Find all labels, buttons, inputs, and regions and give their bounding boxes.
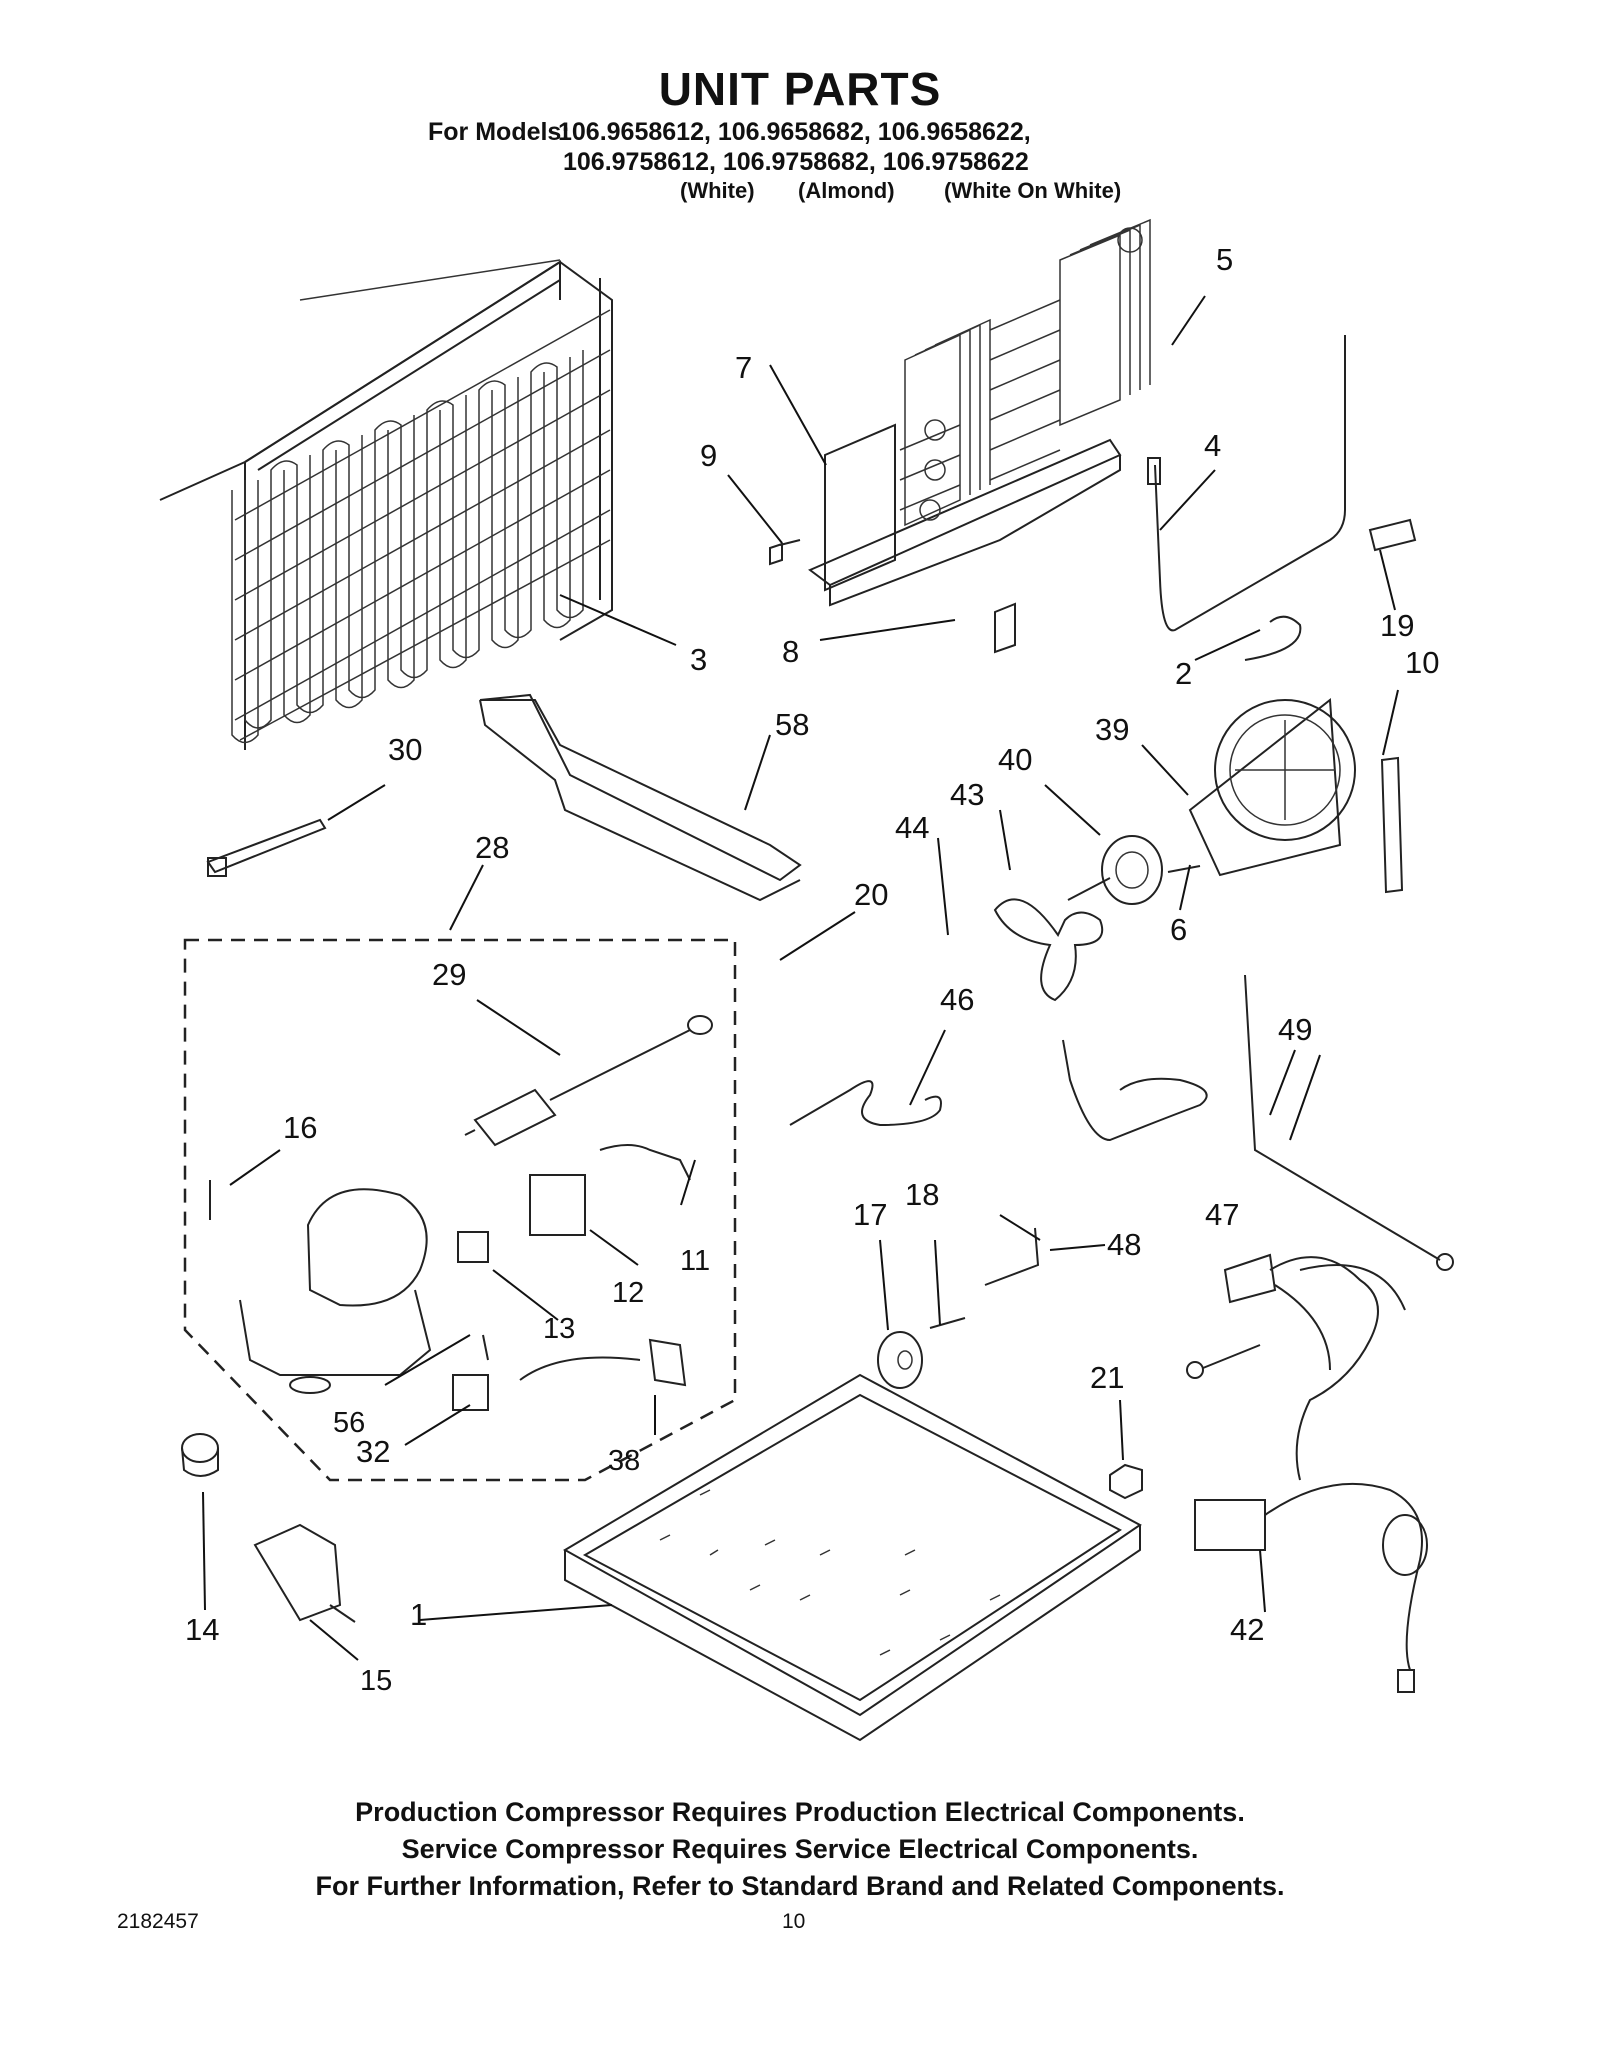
callout-10: 10 xyxy=(1405,645,1439,680)
callout-17: 17 xyxy=(853,1197,887,1232)
models-line-1: 106.9658612, 106.9658682, 106.9658622, xyxy=(558,118,1031,146)
callout-9: 9 xyxy=(700,438,717,473)
callout-18: 18 xyxy=(905,1177,939,1212)
cable-tie-drawing xyxy=(206,818,327,877)
callout-28: 28 xyxy=(475,830,509,865)
callout-numbers: 1 2 3 4 5 6 7 8 9 10 11 12 13 14 15 16 1… xyxy=(185,242,1439,1697)
callout-6: 6 xyxy=(1170,912,1187,947)
callout-1: 1 xyxy=(410,1597,427,1632)
callout-21: 21 xyxy=(1090,1360,1124,1395)
callout-15: 15 xyxy=(360,1665,392,1697)
callout-48: 48 xyxy=(1107,1227,1141,1262)
fan-assembly-drawing xyxy=(993,615,1356,1002)
callout-8: 8 xyxy=(782,634,799,669)
callout-47: 47 xyxy=(1205,1197,1239,1232)
callout-5: 5 xyxy=(1216,242,1233,277)
nut-drawing xyxy=(1109,1463,1143,1500)
callout-16: 16 xyxy=(283,1110,317,1145)
callout-4: 4 xyxy=(1204,428,1221,463)
callout-30: 30 xyxy=(388,732,422,767)
callout-32: 32 xyxy=(356,1434,390,1469)
callout-leaders xyxy=(202,295,1399,1661)
callout-43: 43 xyxy=(950,777,984,812)
callout-46: 46 xyxy=(940,982,974,1017)
callout-38: 38 xyxy=(608,1445,640,1477)
finish-almond: (Almond) xyxy=(798,178,895,203)
callout-20: 20 xyxy=(854,877,888,912)
tubing-drawing xyxy=(789,974,1454,1389)
thermistor-harness-drawing xyxy=(1147,335,1417,632)
compressor-components-drawing xyxy=(209,1015,713,1411)
page-number: 10 xyxy=(782,1910,806,1933)
evaporator-drawing xyxy=(769,218,1151,654)
gasket-strip-drawing xyxy=(1380,756,1404,894)
callout-11: 11 xyxy=(680,1245,710,1277)
callout-49: 49 xyxy=(1278,1012,1312,1047)
callout-14: 14 xyxy=(185,1612,219,1647)
callout-3: 3 xyxy=(690,642,707,677)
models-line-2: 106.9758612, 106.9758682, 106.9758622 xyxy=(563,148,1029,176)
wiring-harness-drawing xyxy=(1186,1253,1428,1693)
callout-44: 44 xyxy=(895,810,929,845)
finish-white-on-white: (White On White) xyxy=(944,178,1122,203)
callout-40: 40 xyxy=(998,742,1032,777)
callout-13: 13 xyxy=(543,1313,575,1345)
footer-line-1: Production Compressor Requires Productio… xyxy=(355,1797,1245,1827)
callout-58: 58 xyxy=(775,707,809,742)
drain-trough-drawing xyxy=(479,693,802,902)
page-title: UNIT PARTS xyxy=(658,63,942,115)
models-label: For Models: xyxy=(428,118,570,146)
grommet-relay-drawing xyxy=(181,1433,356,1623)
callout-29: 29 xyxy=(432,957,466,992)
callout-56: 56 xyxy=(333,1407,365,1439)
compressor-kit-outline xyxy=(183,938,737,1482)
finish-white: (White) xyxy=(680,178,755,203)
callout-2: 2 xyxy=(1175,656,1192,691)
footer-line-2: Service Compressor Requires Service Elec… xyxy=(401,1834,1199,1864)
base-frame-drawing xyxy=(562,1373,1142,1742)
callout-12: 12 xyxy=(612,1277,644,1309)
condenser-coil-drawing xyxy=(159,259,613,750)
footer-line-3: For Further Information, Refer to Standa… xyxy=(315,1871,1285,1901)
callout-7: 7 xyxy=(735,350,752,385)
document-number: 2182457 xyxy=(117,1910,199,1933)
callout-19: 19 xyxy=(1380,608,1414,643)
callout-39: 39 xyxy=(1095,712,1129,747)
callout-42: 42 xyxy=(1230,1612,1264,1647)
